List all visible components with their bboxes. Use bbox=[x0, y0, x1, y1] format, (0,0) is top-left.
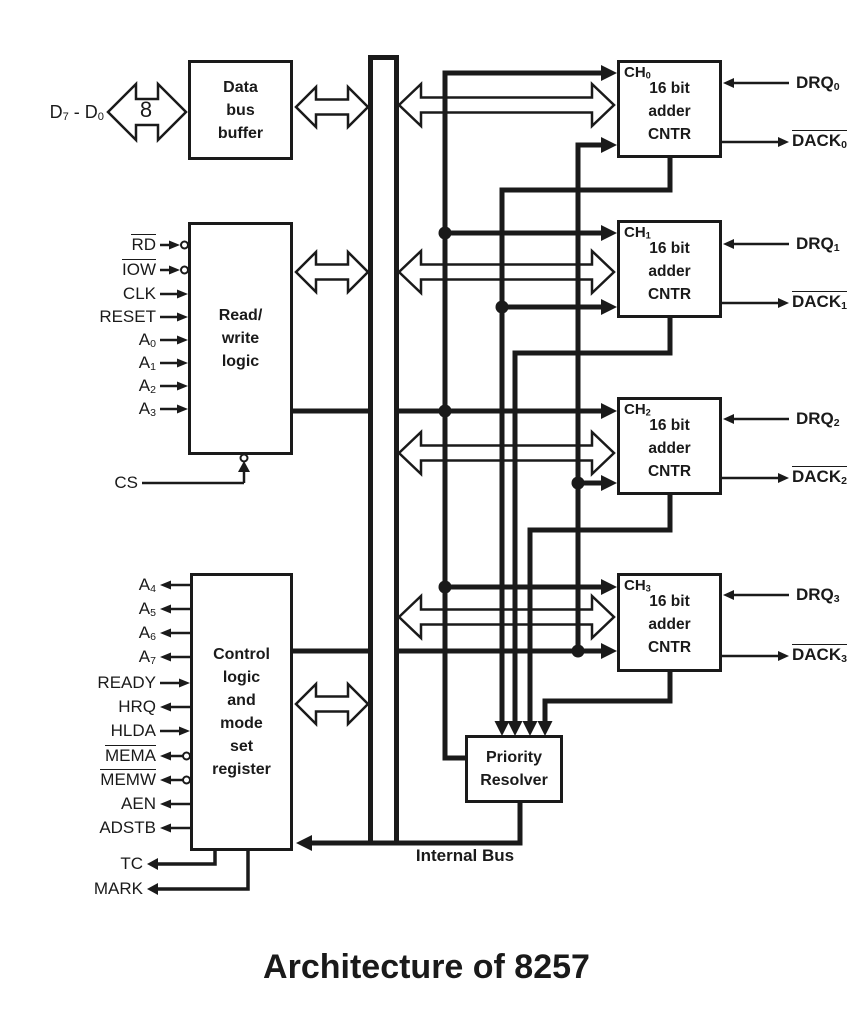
buffer-bus-arrow bbox=[294, 83, 370, 131]
tc-mark-lines bbox=[158, 850, 250, 891]
control-logic-line5: set bbox=[229, 738, 254, 755]
bus-width-label: 8 bbox=[139, 97, 153, 122]
hrq-label: HRQ bbox=[118, 697, 156, 716]
dack1-label: DACK1 bbox=[792, 291, 847, 312]
a0-label: A0 bbox=[138, 330, 156, 350]
mema-label: MEMA bbox=[105, 745, 156, 765]
thick-arrowheads bbox=[494, 65, 617, 736]
data-bus-buffer-line3: buffer bbox=[217, 124, 264, 142]
ch2-bottom-to-resolver bbox=[527, 493, 673, 722]
bus-ch3-arrow bbox=[397, 593, 616, 641]
drq2-label: DRQ2 bbox=[796, 409, 840, 429]
rw-input-lines bbox=[142, 243, 246, 485]
ch0-lower-line bbox=[575, 142, 604, 651]
data-width-arrow bbox=[106, 80, 188, 144]
control-bus-arrow bbox=[294, 680, 370, 728]
cs-line bbox=[142, 466, 246, 485]
drq-dack-lines bbox=[722, 81, 789, 658]
internal-bus-line bbox=[296, 801, 523, 851]
data-bus-buffer-line2: bus bbox=[226, 101, 255, 119]
bus-ch0-arrow bbox=[397, 81, 616, 129]
control-logic-line3: and bbox=[227, 692, 256, 709]
dack0-label: DACK0 bbox=[792, 130, 847, 151]
control-logic-line4: mode bbox=[220, 715, 263, 732]
rd-label: RD bbox=[131, 234, 156, 254]
dack2-label: DACK2 bbox=[792, 466, 847, 487]
data-bus-buffer-block: Data bus buffer bbox=[188, 60, 293, 160]
channel-1-tag: CH1 bbox=[624, 224, 651, 241]
rw-input-arrowheads bbox=[169, 240, 250, 472]
control-logic-line2: logic bbox=[222, 669, 261, 686]
adstb-label: ADSTB bbox=[99, 818, 156, 837]
a1-label: A1 bbox=[138, 353, 156, 373]
drq1-label: DRQ1 bbox=[796, 234, 840, 254]
control-logic-line6: register bbox=[212, 761, 271, 778]
data-bus-buffer-line1: Data bbox=[223, 78, 258, 96]
channel-0-tag: CH0 bbox=[624, 64, 651, 81]
tc-label: TC bbox=[120, 854, 143, 873]
junction-dots bbox=[438, 226, 585, 658]
bidirectional-arrows bbox=[106, 80, 616, 728]
clk-label: CLK bbox=[122, 284, 156, 303]
rwlogic-bus-arrow bbox=[294, 248, 370, 296]
mark-label: MARK bbox=[93, 879, 143, 898]
channel-3-tag: CH3 bbox=[624, 577, 651, 594]
thick-connections bbox=[291, 70, 673, 761]
ch0-bottom-to-resolver bbox=[499, 156, 673, 722]
control-signal-arrowheads bbox=[147, 580, 190, 895]
a2-label: A2 bbox=[138, 376, 156, 396]
a7-label: A7 bbox=[138, 647, 156, 667]
bus-ch1-arrow bbox=[397, 248, 616, 296]
channel-2-tag: CH2 bbox=[624, 401, 651, 418]
reset-label: RESET bbox=[99, 307, 156, 326]
mark-line bbox=[158, 850, 250, 891]
dack3-label: DACK3 bbox=[792, 644, 847, 665]
rw-logic-line3: logic bbox=[221, 353, 260, 370]
drq-dack-arrowheads bbox=[723, 78, 789, 661]
ch1-bottom-to-resolver bbox=[512, 316, 673, 722]
aen-label: AEN bbox=[121, 794, 156, 813]
iow-label: IOW bbox=[122, 259, 156, 279]
tc-line bbox=[158, 850, 217, 866]
control-logic-block: Control logic and mode set register bbox=[190, 573, 293, 851]
data-bus-label: D7 - D0 bbox=[49, 102, 104, 123]
read-write-logic-block: Read/ write logic bbox=[188, 222, 293, 455]
a4-label: A4 bbox=[138, 575, 156, 595]
ready-label: READY bbox=[97, 673, 156, 692]
ch3-bottom-to-resolver bbox=[542, 670, 673, 722]
a6-label: A6 bbox=[138, 623, 156, 643]
a5-label: A5 bbox=[138, 599, 156, 619]
rw-logic-line2: write bbox=[221, 330, 260, 347]
control-signal-lines bbox=[160, 583, 190, 830]
drq0-label: DRQ0 bbox=[796, 73, 840, 93]
bus-ch2-arrow bbox=[397, 429, 616, 477]
priority-resolver-line2: Resolver bbox=[480, 772, 548, 789]
a3-label: A3 bbox=[138, 399, 156, 419]
cs-label: CS bbox=[114, 473, 138, 492]
priority-resolver-line1: Priority bbox=[485, 749, 542, 766]
drq3-label: DRQ3 bbox=[796, 585, 840, 605]
rw-logic-line1: Read/ bbox=[218, 307, 263, 324]
internal-data-bus bbox=[368, 55, 399, 843]
memw-label: MEMW bbox=[100, 769, 156, 789]
diagram-title: Architecture of 8257 bbox=[263, 948, 590, 986]
hlda-label: HLDA bbox=[110, 721, 156, 740]
priority-resolver-block: Priority Resolver bbox=[465, 735, 563, 803]
internal-bus-label: Internal Bus bbox=[415, 846, 515, 865]
control-logic-line1: Control bbox=[213, 646, 270, 663]
